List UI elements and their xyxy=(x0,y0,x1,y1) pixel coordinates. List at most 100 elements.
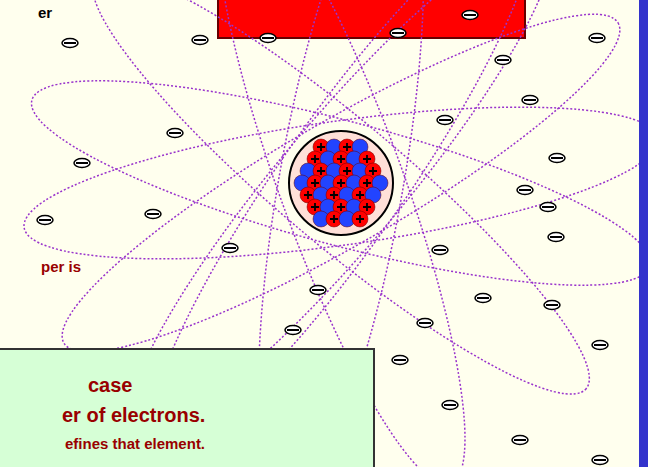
electron xyxy=(37,216,53,225)
electron xyxy=(462,11,478,20)
electron-shell xyxy=(167,129,183,138)
minus-sign xyxy=(591,37,603,39)
minus-sign xyxy=(477,297,489,299)
electron-shell xyxy=(390,29,406,38)
nucleus-circle xyxy=(289,131,393,235)
minus-sign xyxy=(550,236,562,238)
minus-sign xyxy=(262,37,274,39)
electron-shell xyxy=(462,11,478,20)
electron xyxy=(310,286,326,295)
minus-sign xyxy=(464,14,476,16)
electron-shell xyxy=(37,216,53,225)
plus-sign xyxy=(343,167,351,175)
electron xyxy=(544,301,560,310)
minus-sign xyxy=(434,249,446,251)
minus-sign xyxy=(312,289,324,291)
plus-sign xyxy=(311,155,319,163)
electron-shell xyxy=(417,319,433,328)
minus-sign xyxy=(546,304,558,306)
plus-sign xyxy=(311,179,319,187)
plus-sign xyxy=(363,179,371,187)
minus-sign xyxy=(169,132,181,134)
minus-sign xyxy=(444,404,456,406)
plus-sign xyxy=(311,203,319,211)
electron-shell xyxy=(392,356,408,365)
nucleus xyxy=(289,131,393,235)
electron-shell xyxy=(512,436,528,445)
plus-sign xyxy=(330,215,338,223)
minus-sign xyxy=(439,119,451,121)
electron-shell xyxy=(495,56,511,65)
minus-sign xyxy=(224,247,236,249)
electron xyxy=(549,154,565,163)
electron-shell xyxy=(260,34,276,43)
electron xyxy=(392,356,408,365)
electron-shell xyxy=(192,36,208,45)
electron-shell xyxy=(310,286,326,295)
minus-sign xyxy=(194,39,206,41)
orbit-path xyxy=(33,0,648,397)
plus-sign xyxy=(317,143,325,151)
electron xyxy=(62,39,78,48)
note-text: efines that element. xyxy=(65,430,205,458)
fragment-label: per is xyxy=(40,258,82,276)
plus-sign xyxy=(369,167,377,175)
minus-sign xyxy=(514,439,526,441)
electron xyxy=(74,159,90,168)
fragment-label: er xyxy=(37,4,53,22)
plus-sign xyxy=(356,191,364,199)
electron xyxy=(432,246,448,255)
electron xyxy=(540,203,556,212)
electron-shell xyxy=(475,294,491,303)
electron-shell xyxy=(62,39,78,48)
plus-sign xyxy=(330,191,338,199)
plus-sign xyxy=(337,179,345,187)
electron-shell xyxy=(517,186,533,195)
minus-sign xyxy=(39,219,51,221)
minus-sign xyxy=(519,189,531,191)
electron-shell xyxy=(592,456,608,465)
minus-sign xyxy=(594,459,606,461)
minus-sign xyxy=(64,42,76,44)
electron xyxy=(222,244,238,253)
minus-sign xyxy=(287,329,299,331)
electron-shell xyxy=(544,301,560,310)
electron xyxy=(512,436,528,445)
electron xyxy=(442,401,458,410)
electron xyxy=(145,210,161,219)
proton xyxy=(352,211,368,227)
plus-sign xyxy=(356,215,364,223)
minus-sign xyxy=(542,206,554,208)
note-text: case xyxy=(88,370,133,400)
orbit-path xyxy=(16,40,648,325)
electron xyxy=(192,36,208,45)
electron-shell xyxy=(540,203,556,212)
orbit-path xyxy=(15,77,648,289)
electron-shell xyxy=(437,116,453,125)
plus-sign xyxy=(304,191,312,199)
electron xyxy=(495,56,511,65)
electron-shell xyxy=(549,154,565,163)
note-box: caseer of electrons.efines that element. xyxy=(0,348,375,467)
electron xyxy=(592,341,608,350)
plus-sign xyxy=(363,155,371,163)
electron xyxy=(517,186,533,195)
plus-sign xyxy=(317,167,325,175)
electron-shell xyxy=(145,210,161,219)
minus-sign xyxy=(497,59,509,61)
minus-sign xyxy=(551,157,563,159)
electron-shell xyxy=(432,246,448,255)
electron xyxy=(390,29,406,38)
electron xyxy=(417,319,433,328)
electron xyxy=(522,96,538,105)
note-text: er of electrons. xyxy=(62,400,205,430)
electron-shell xyxy=(589,34,605,43)
electron-shell xyxy=(548,233,564,242)
electron-shell xyxy=(592,341,608,350)
title-bar xyxy=(218,0,525,38)
minus-sign xyxy=(594,344,606,346)
electron-shell xyxy=(442,401,458,410)
frame-edge xyxy=(639,0,648,467)
plus-sign xyxy=(337,155,345,163)
